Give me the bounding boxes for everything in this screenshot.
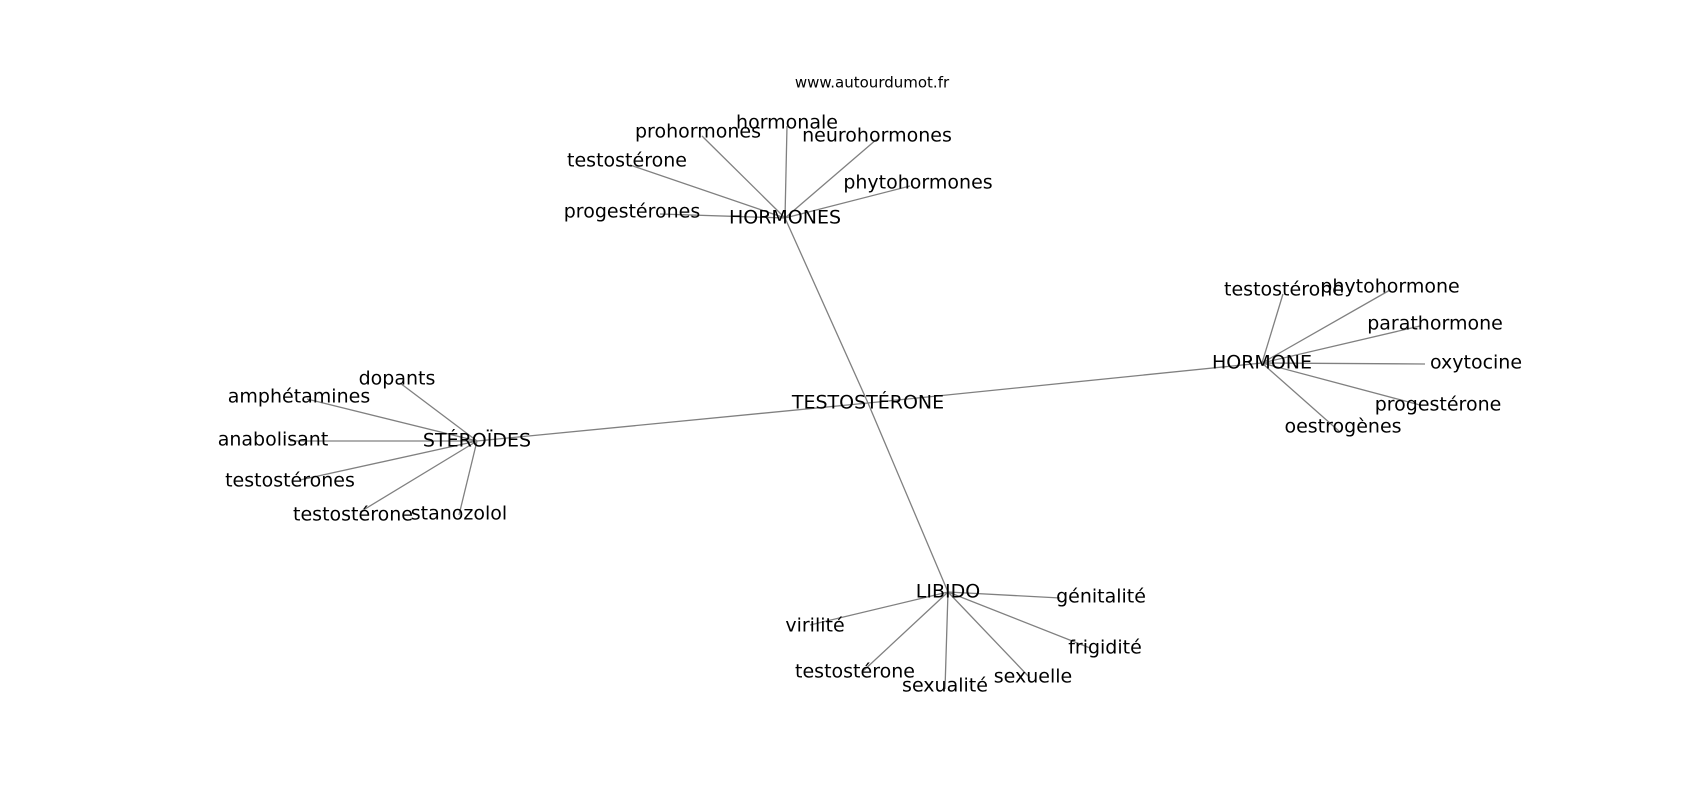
edge-center-hormones bbox=[784, 217, 869, 404]
hub-node-hormone[interactable]: HORMONE bbox=[1212, 352, 1312, 374]
hub-node-steroides[interactable]: STÉROÏDES bbox=[423, 429, 531, 452]
edge-steroides-4 bbox=[359, 440, 478, 513]
edge-libido-2 bbox=[947, 591, 1091, 649]
edge-hormones-1 bbox=[784, 125, 788, 219]
graph-edges bbox=[290, 125, 1426, 690]
edge-center-steroides bbox=[476, 402, 869, 442]
edge-hormones-2 bbox=[784, 138, 878, 219]
edge-steroides-3 bbox=[299, 440, 478, 481]
leaf-node-steroides-3[interactable]: testostérones bbox=[225, 470, 355, 492]
leaf-node-steroides-4[interactable]: testostérone bbox=[293, 504, 413, 526]
leaf-node-hormones-3[interactable]: testostérone bbox=[567, 150, 687, 172]
edge-steroides-1 bbox=[306, 398, 478, 442]
hub-node-libido[interactable]: LIBIDO bbox=[916, 581, 980, 603]
edge-hormone-5 bbox=[1261, 362, 1341, 433]
leaf-node-hormones-2[interactable]: neurohormones bbox=[802, 125, 952, 147]
edge-hormone-0 bbox=[1261, 293, 1284, 364]
edge-hormones-4 bbox=[784, 185, 911, 219]
edge-hormone-1 bbox=[1261, 289, 1391, 364]
edge-steroides-5 bbox=[458, 440, 478, 516]
edge-hormone-4 bbox=[1261, 362, 1421, 406]
edge-hormones-3 bbox=[629, 164, 786, 219]
leaf-node-hormone-4[interactable]: progestérone bbox=[1375, 394, 1502, 416]
leaf-node-hormone-3[interactable]: oxytocine bbox=[1430, 352, 1522, 374]
leaf-node-libido-5[interactable]: sexuelle bbox=[994, 666, 1072, 688]
leaf-node-hormone-0[interactable]: testostérone bbox=[1224, 279, 1344, 301]
leaf-node-hormones-5[interactable]: progestérones bbox=[564, 201, 701, 223]
edge-libido-4 bbox=[944, 591, 949, 690]
edge-hormones-0 bbox=[701, 135, 786, 219]
graph-nodes: HORMONES prohormoneshormonaleneurohormone… bbox=[218, 112, 1522, 697]
edge-hormone-2 bbox=[1261, 325, 1421, 364]
center-node-label[interactable]: TESTOSTÉRONE bbox=[791, 391, 944, 414]
leaf-node-hormones-4[interactable]: phytohormones bbox=[843, 172, 992, 194]
leaf-node-steroides-1[interactable]: amphétamines bbox=[228, 386, 370, 408]
hub-node-hormones[interactable]: HORMONES bbox=[729, 207, 841, 229]
leaf-node-libido-4[interactable]: sexualité bbox=[902, 675, 988, 697]
leaf-node-hormones-0[interactable]: prohormones bbox=[635, 121, 761, 143]
leaf-node-hormone-2[interactable]: parathormone bbox=[1367, 313, 1503, 335]
edge-libido-5 bbox=[947, 591, 1031, 679]
leaf-node-libido-0[interactable]: génitalité bbox=[1056, 586, 1146, 608]
leaf-node-libido-1[interactable]: virilité bbox=[785, 615, 844, 637]
leaf-node-hormone-5[interactable]: oestrogènes bbox=[1284, 416, 1401, 438]
leaf-node-steroides-2[interactable]: anabolisant bbox=[218, 429, 329, 451]
leaf-node-steroides-5[interactable]: stanozolol bbox=[411, 503, 507, 525]
leaf-node-hormones-1[interactable]: hormonale bbox=[736, 112, 838, 134]
leaf-node-libido-2[interactable]: frigidité bbox=[1068, 637, 1142, 659]
edge-libido-0 bbox=[947, 591, 1061, 599]
source-url: www.autourdumot.fr bbox=[795, 74, 950, 92]
edge-center-libido bbox=[867, 402, 949, 593]
edge-libido-1 bbox=[809, 591, 949, 626]
edge-hormone-3 bbox=[1261, 362, 1426, 365]
leaf-node-steroides-0[interactable]: dopants bbox=[359, 368, 436, 390]
leaf-node-hormone-1[interactable]: phytohormone bbox=[1320, 276, 1459, 298]
edge-libido-3 bbox=[861, 591, 949, 673]
edge-center-hormone bbox=[867, 362, 1263, 404]
edge-steroides-0 bbox=[399, 382, 478, 442]
leaf-node-libido-3[interactable]: testostérone bbox=[795, 661, 915, 683]
edge-hormones-5 bbox=[659, 213, 786, 219]
